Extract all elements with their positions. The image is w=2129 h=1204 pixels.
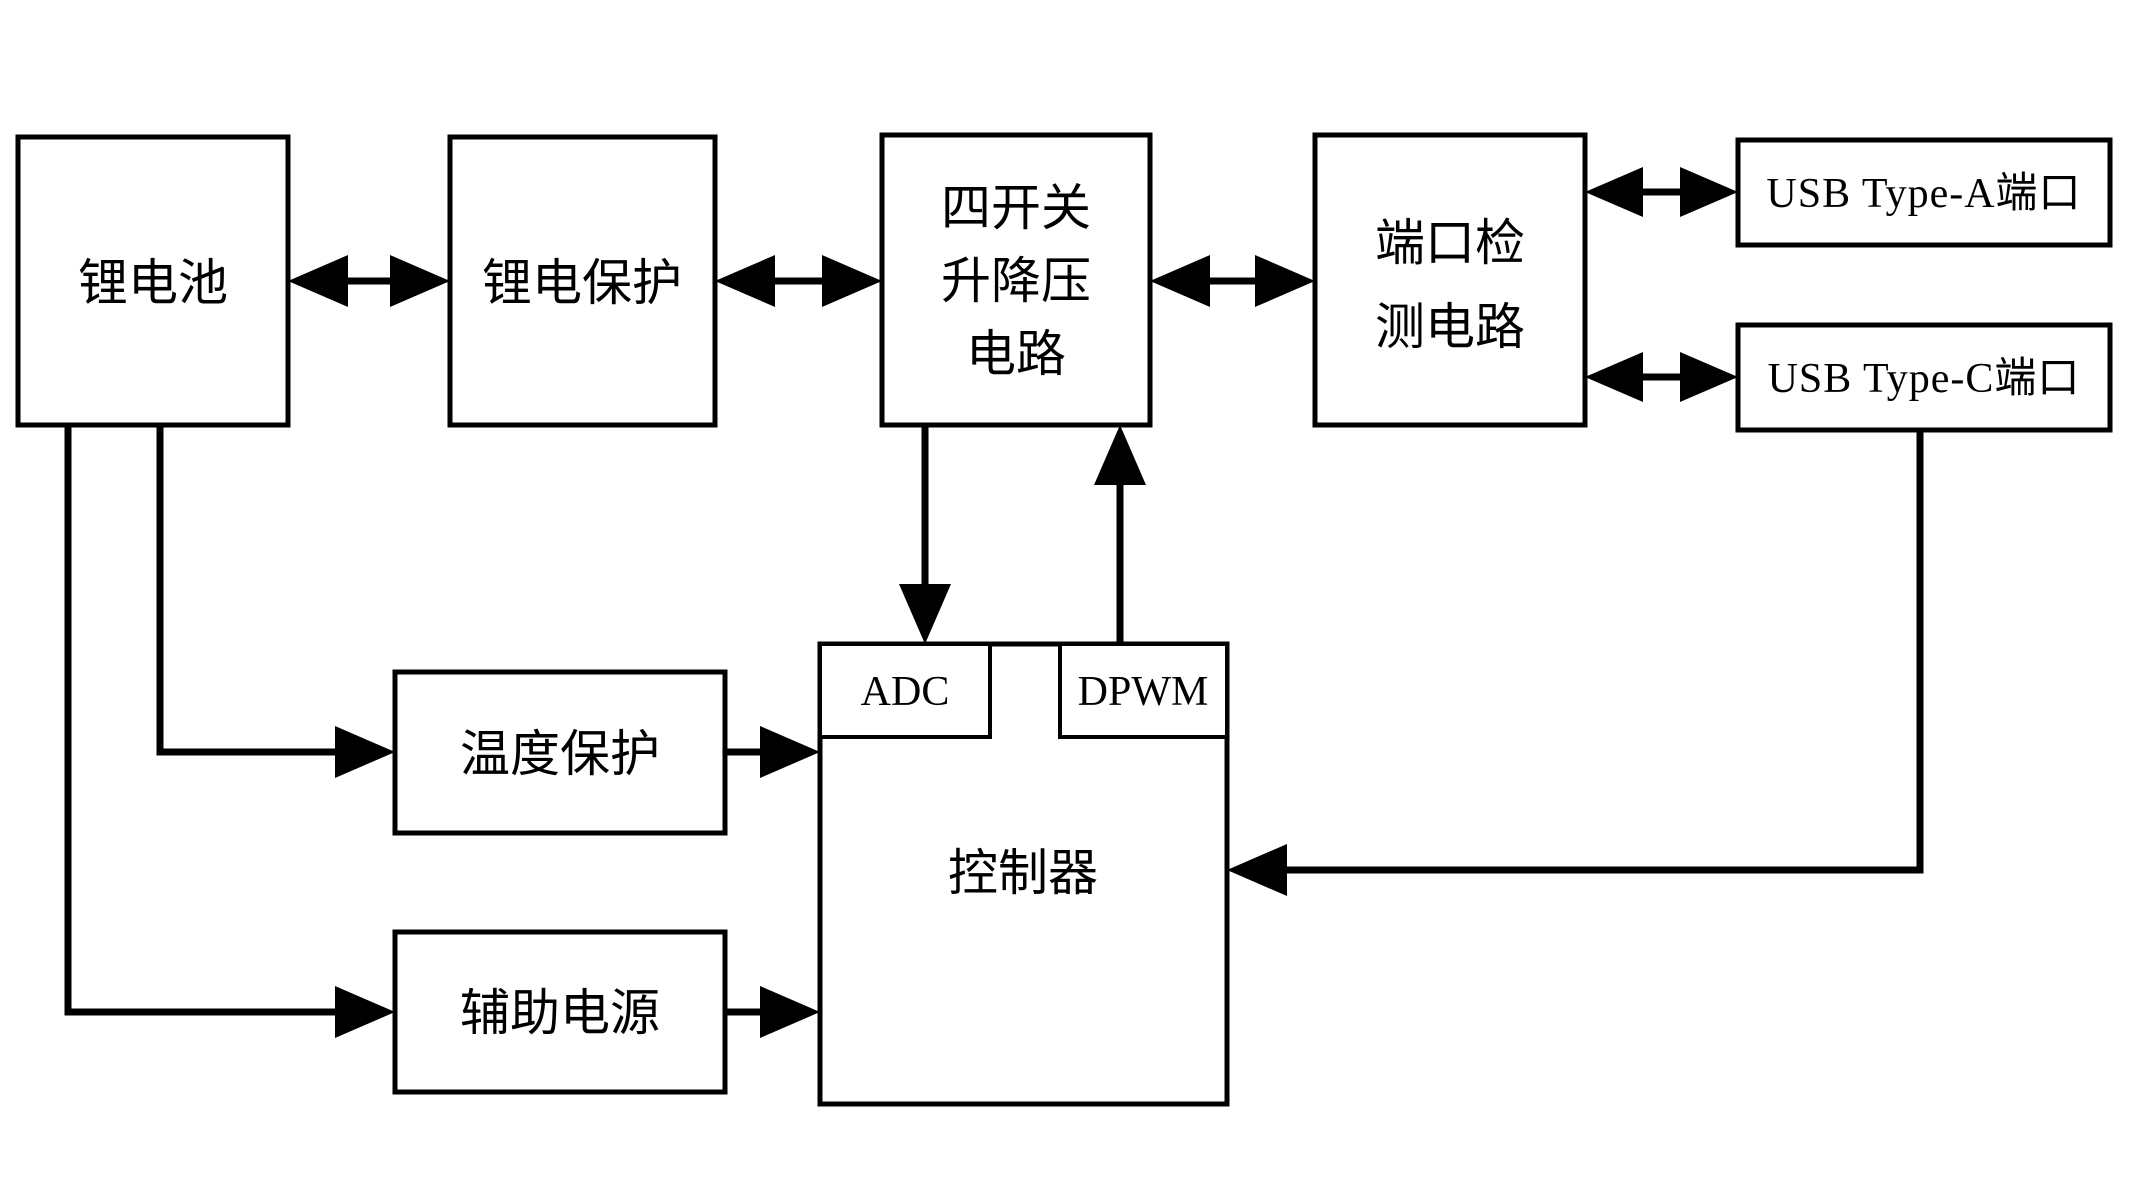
connector-auxpower-controller <box>725 986 820 1038</box>
block-temp-label: 温度保护 <box>460 726 660 782</box>
arrowhead-right <box>335 986 395 1038</box>
block-dpwm[interactable]: DPWM <box>1058 642 1229 739</box>
block-dpwm-label: DPWM <box>1078 669 1209 715</box>
block-portdetect[interactable]: 端口检 测电路 <box>1312 132 1588 428</box>
connector-dpwm-buckboost <box>1094 425 1146 644</box>
arrowhead-right <box>1680 167 1738 217</box>
arrowhead-right <box>1255 255 1315 307</box>
block-usb-c-label: USB Type-C端口 <box>1768 356 2081 402</box>
block-buckboost-label-line1: 四开关 <box>941 180 1091 236</box>
arrowhead-right <box>335 726 395 778</box>
block-adc[interactable]: ADC <box>818 642 992 739</box>
connector-battery-bms <box>288 255 450 307</box>
arrowhead-left <box>1227 844 1287 896</box>
block-usb-c[interactable]: USB Type-C端口 <box>1735 322 2113 433</box>
block-usb-a-label: USB Type-A端口 <box>1766 171 2081 217</box>
connector-battery-auxpower <box>64 425 395 1038</box>
arrowhead-right <box>760 726 820 778</box>
block-bms[interactable]: 锂电保护 <box>447 134 718 428</box>
arrowhead-down <box>899 584 951 644</box>
block-usb-a[interactable]: USB Type-A端口 <box>1735 137 2113 248</box>
arrowhead-right <box>390 255 450 307</box>
arrowhead-left <box>1585 167 1643 217</box>
block-temp[interactable]: 温度保护 <box>392 669 728 836</box>
connector-battery-temp <box>156 425 395 778</box>
connector-buckboost-portdetect <box>1150 255 1315 307</box>
connector-portdetect-usb-a <box>1585 167 1738 217</box>
arrowhead-right <box>760 986 820 1038</box>
arrowhead-right <box>1680 352 1738 402</box>
connector-bms-buckboost <box>715 255 882 307</box>
connector-temp-adc <box>725 726 820 778</box>
block-portdetect-label-line2: 测电路 <box>1375 299 1525 355</box>
arrowhead-left <box>1585 352 1643 402</box>
block-auxpower-label: 辅助电源 <box>460 985 660 1041</box>
block-buckboost[interactable]: 四开关 升降压 电路 <box>879 132 1153 428</box>
connection-layer <box>64 167 1924 1038</box>
arrowhead-left <box>715 255 775 307</box>
arrowhead-up <box>1094 425 1146 485</box>
arrowhead-right <box>822 255 882 307</box>
connector-portdetect-usb-c <box>1585 352 1738 402</box>
block-battery[interactable]: 锂电池 <box>15 134 291 428</box>
block-adc-label: ADC <box>861 669 950 715</box>
arrowhead-left <box>1150 255 1210 307</box>
block-buckboost-label-line3: 电路 <box>966 326 1066 382</box>
block-layer: 锂电池 锂电保护 四开关 升降压 电路 端口检 测电路 <box>15 132 2113 1107</box>
block-portdetect-label-line1: 端口检 <box>1375 215 1525 271</box>
block-controller-label: 控制器 <box>948 845 1098 901</box>
connector-buckboost-adc <box>899 425 951 644</box>
block-battery-label: 锂电池 <box>78 255 228 311</box>
block-auxpower[interactable]: 辅助电源 <box>392 929 728 1095</box>
arrowhead-left <box>288 255 348 307</box>
connector-usb-c-controller <box>1227 430 1924 896</box>
block-buckboost-label-line2: 升降压 <box>941 253 1091 309</box>
block-bms-label: 锂电保护 <box>482 255 682 311</box>
